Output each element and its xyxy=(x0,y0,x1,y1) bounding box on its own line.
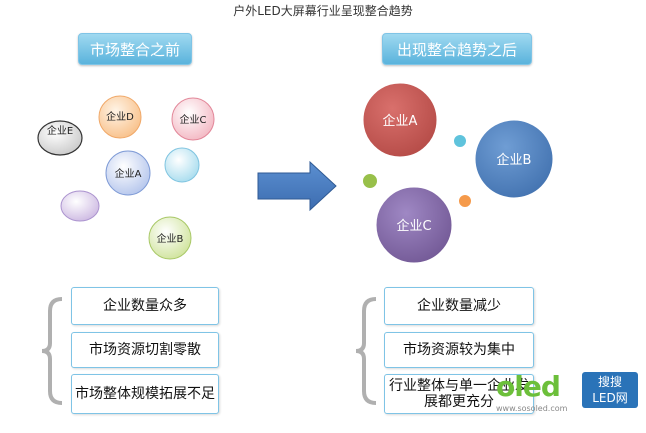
after-point-1: 企业数量减少 xyxy=(384,287,534,325)
company-d-label: 企业D xyxy=(106,110,134,123)
big-company-b-label: 企业B xyxy=(497,152,532,168)
watermark-logo-text: oled xyxy=(496,370,561,403)
big-company-c-label: 企业C xyxy=(396,218,431,234)
big-company-c-bubble: 企业C xyxy=(373,184,455,266)
unlabeled-cyan-bubble xyxy=(164,147,200,183)
company-b-bubble: 企业B xyxy=(148,216,192,260)
big-company-b-bubble: 企业B xyxy=(472,117,556,201)
company-e-label: 企业E xyxy=(47,124,73,137)
small-orange-dot xyxy=(457,193,473,209)
watermark-badge-line2: LED网 xyxy=(592,391,628,405)
before-point-1: 企业数量众多 xyxy=(71,287,219,325)
company-d-bubble: 企业D xyxy=(98,95,142,139)
watermark-badge: 搜搜 LED网 xyxy=(582,372,638,408)
big-company-a-bubble: 企业A xyxy=(360,80,440,160)
page-title: 户外LED大屏幕行业呈现整合趋势 xyxy=(233,4,413,18)
big-company-a-label: 企业A xyxy=(383,113,418,129)
transition-arrow-icon xyxy=(257,160,337,212)
company-c-label: 企业C xyxy=(180,113,207,126)
right-bracket xyxy=(355,297,377,405)
company-c-bubble: 企业C xyxy=(171,97,215,141)
sosoled-watermark: oled 搜搜 LED网 www.sosoled.com xyxy=(496,368,642,416)
after-point-3: 行业整体与单一企业发展都更充分 xyxy=(384,374,534,414)
left-bracket xyxy=(41,297,63,405)
after-header: 出现整合趋势之后 xyxy=(382,33,532,65)
watermark-url: www.sosoled.com xyxy=(496,404,568,413)
before-point-3: 市场整体规模拓展不足 xyxy=(71,374,219,414)
small-cyan-dot xyxy=(452,133,468,149)
unlabeled-purple-bubble xyxy=(60,190,100,222)
company-e-bubble: 企业E xyxy=(37,120,83,156)
small-green-dot xyxy=(361,172,379,190)
before-header: 市场整合之前 xyxy=(78,33,192,65)
watermark-badge-line1: 搜搜 xyxy=(597,375,622,389)
after-point-2: 市场资源较为集中 xyxy=(384,332,534,368)
company-b-label: 企业B xyxy=(157,232,184,245)
company-a-label: 企业A xyxy=(115,167,142,180)
company-a-bubble: 企业A xyxy=(105,150,151,196)
before-point-2: 市场资源切割零散 xyxy=(71,332,219,368)
